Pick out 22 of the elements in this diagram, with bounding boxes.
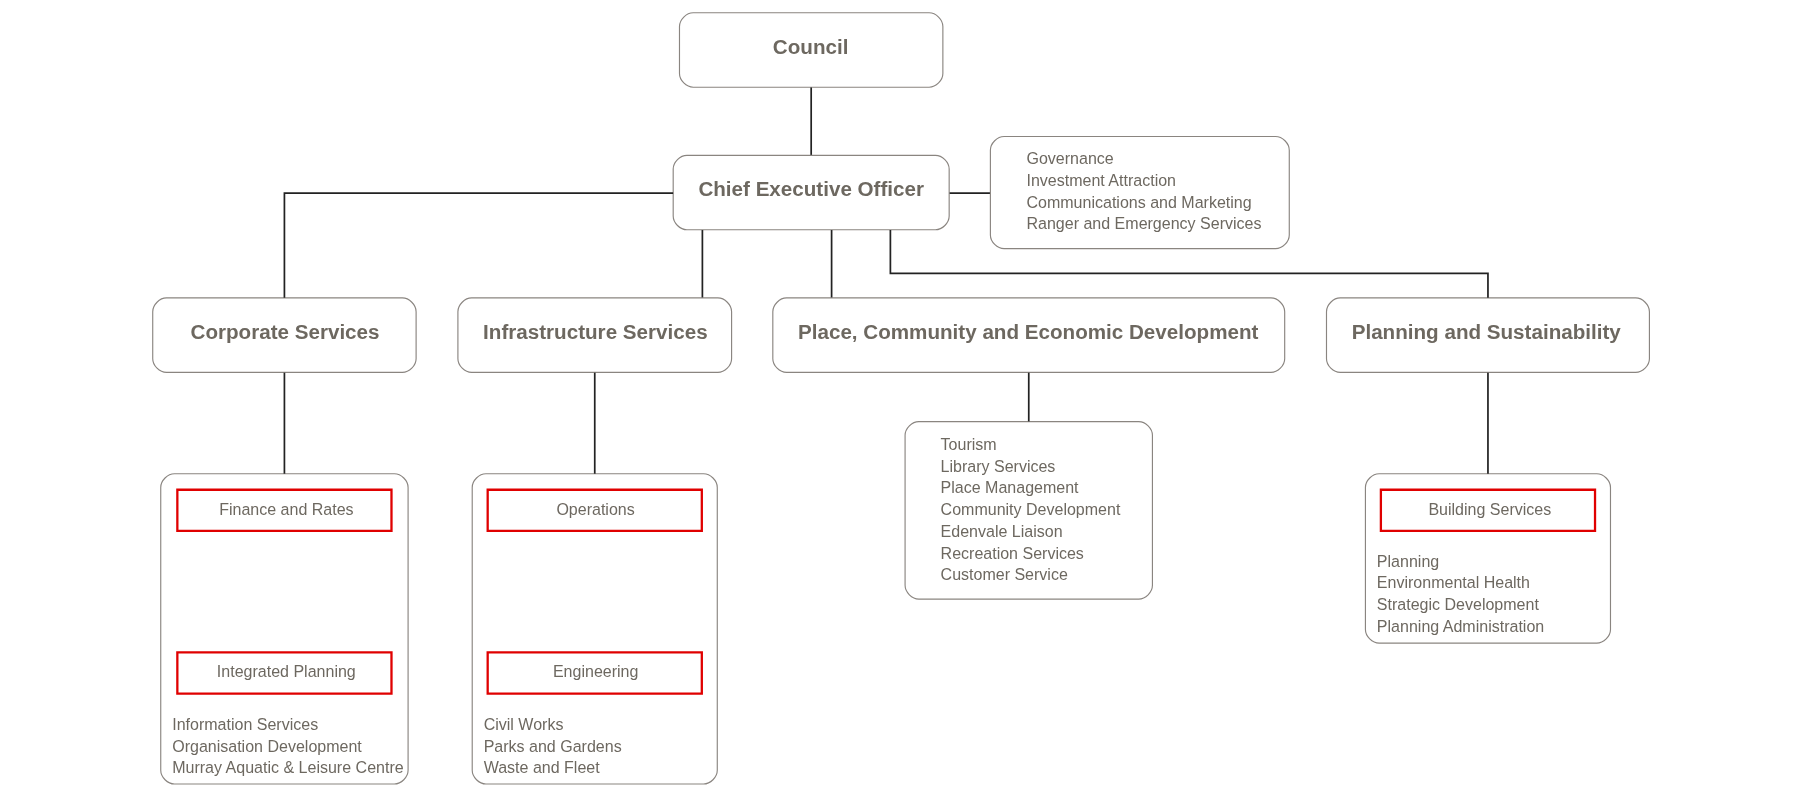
node-box: Integrated Planning	[176, 651, 393, 695]
node-box: Corporate Services	[152, 297, 417, 373]
node-box: Operations	[486, 488, 703, 533]
node-box: Finance and Rates	[176, 488, 393, 533]
connector	[1487, 371, 1489, 475]
connector	[948, 192, 991, 194]
connector	[283, 192, 674, 299]
node-box: Council	[678, 12, 944, 88]
node-box: Planning and Sustainability	[1325, 297, 1650, 373]
node-box: Engineering	[486, 651, 703, 695]
connector	[810, 86, 813, 156]
connector	[1027, 371, 1030, 423]
node-box: Infrastructure Services	[457, 297, 733, 373]
node-box: Place, Community and Economic Development	[772, 297, 1286, 373]
connector	[701, 229, 704, 299]
node-box: Governance Investment Attraction Communications and Marketing Ranger and Emergency Services	[989, 135, 1290, 250]
connector	[283, 371, 286, 475]
node-box: Chief Executive Officer	[672, 154, 950, 231]
connector	[593, 371, 596, 475]
node-box: Tourism Library Services Place Management Community Development Edenvale Liaison Recreation Services Customer Service	[904, 421, 1153, 600]
connector	[830, 229, 833, 299]
node-box: Building Services	[1379, 488, 1597, 533]
